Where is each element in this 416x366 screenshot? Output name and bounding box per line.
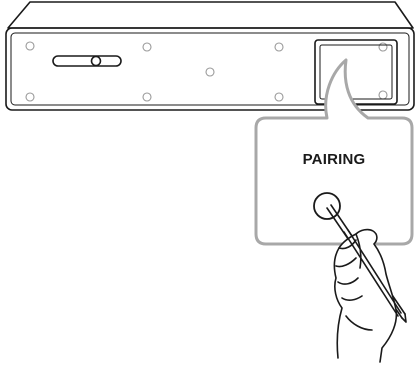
pin-overlay: [343, 229, 402, 317]
palm-line: [345, 315, 373, 331]
screw-icon: [378, 90, 388, 100]
soundbar-unit: [5, 1, 415, 111]
screw-icon: [142, 92, 152, 102]
soundbar-back-panel: [5, 27, 415, 111]
hand-with-pin-icon: [326, 204, 407, 363]
screw-icon: [274, 42, 284, 52]
pairing-label: PAIRING: [303, 151, 366, 168]
pairing-callout: PAIRING: [254, 58, 414, 246]
wall-mount-slot: [52, 55, 122, 67]
pairing-button-icon[interactable]: [313, 192, 341, 220]
pin-tip: [401, 313, 407, 323]
hand-outline: [333, 228, 398, 363]
soundbar-top-face: [7, 1, 414, 29]
screw-icon: [142, 42, 152, 52]
soundbar-back-panel-inner: [10, 32, 410, 106]
screw-icon: [378, 42, 388, 52]
finger-line: [337, 277, 359, 285]
slot-knob: [90, 55, 102, 67]
thumb-line: [355, 233, 362, 269]
finger-line: [338, 239, 357, 250]
screw-icon: [274, 92, 284, 102]
finger-line: [335, 257, 357, 268]
finger-line: [341, 295, 363, 301]
connector-recess: [314, 39, 398, 105]
screw-icon: [25, 92, 35, 102]
connector-recess-inner: [319, 44, 393, 100]
screw-icon: [205, 67, 215, 77]
screw-icon: [25, 41, 35, 51]
